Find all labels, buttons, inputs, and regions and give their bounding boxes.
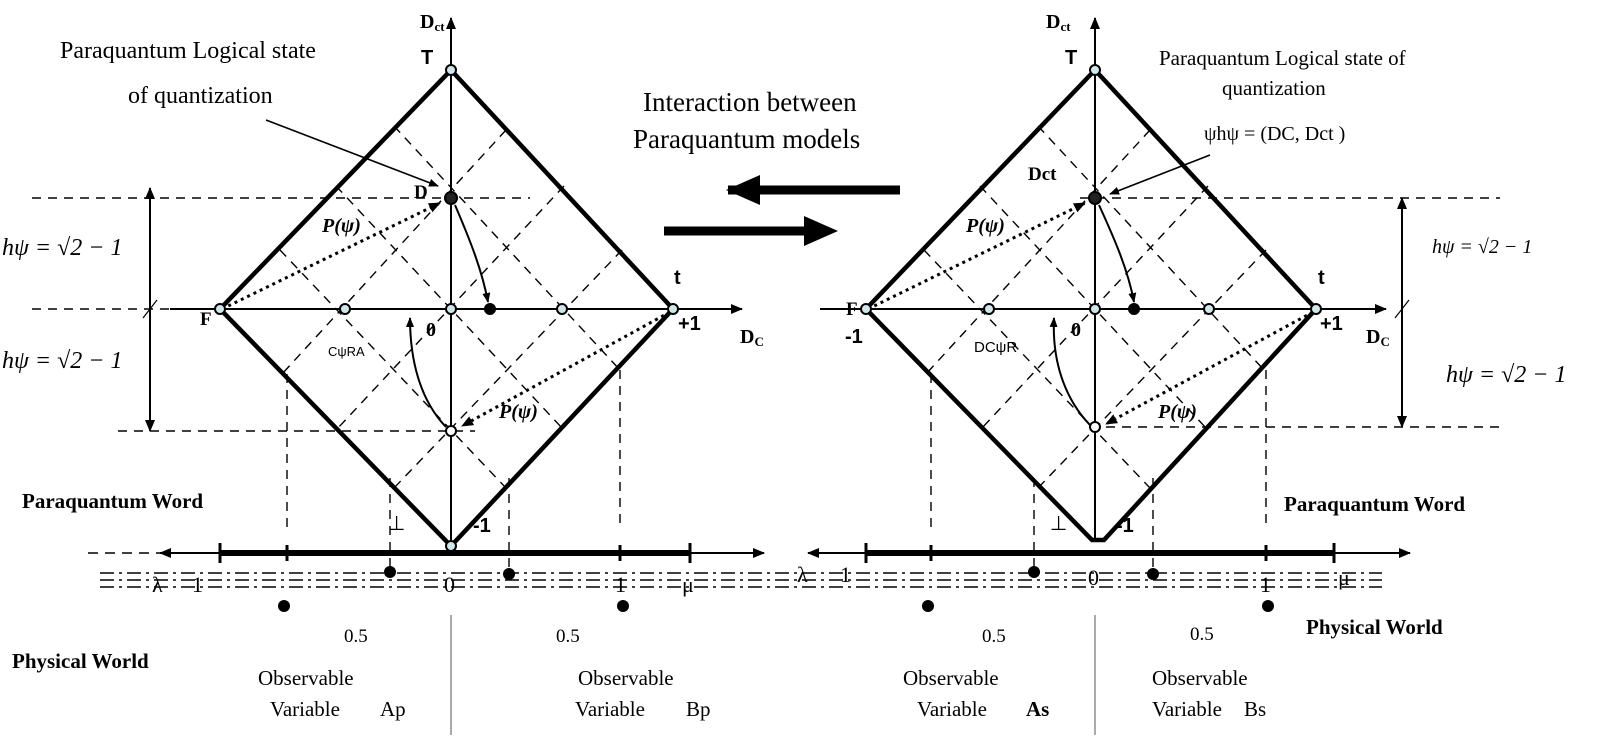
right-scale-mu: μ [1338,565,1350,590]
left-point-T [445,64,457,76]
left-obs-b-line1: Observable [578,666,674,690]
left-obs-a-line2: Variable [270,697,340,721]
left-obs-a-name: Ap [380,697,406,721]
left-perp-label: ⊥ [388,513,405,535]
left-ppsi-lines [221,201,671,428]
left-plus-one: +1 [678,313,701,335]
right-h-lower-label: hψ = √2 − 1 [1446,362,1566,388]
right-obs-b-line2: Variable [1152,697,1222,721]
left-obs-b-line2: Variable [575,697,645,721]
right-curve-arrow-up [1049,317,1091,426]
left-dct-label: Dct [420,11,445,34]
right-model [807,17,1500,735]
right-state-pointer [1109,154,1211,195]
right-ppsi-lower: P(ψ) [1157,401,1197,423]
left-scale-zero: 0 [444,572,455,597]
right-half-left: 0.5 [982,626,1006,647]
left-curve-arrow-up [406,317,447,428]
left-ppsi-upper: P(ψ) [321,215,361,237]
left-obs-b-name: Bp [686,697,711,721]
left-h-upper-label: hψ = √2 − 1 [2,235,122,261]
left-dc-label: DC [740,326,764,349]
right-dc-label: DC [1366,326,1390,349]
right-obs-a-line2: Variable [917,697,987,721]
right-ppsi-upper: P(ψ) [965,215,1005,237]
right-state-label-line2: quantization [1222,76,1326,100]
left-half-right: 0.5 [556,626,580,647]
right-upper-point-label: Dct [1028,164,1057,185]
center-title-line2: Paraquantum models [633,124,860,154]
left-word-label: Paraquantum Word [22,489,203,513]
left-point-t [667,303,679,315]
right-text: Dct T Paraquantum Logical state of quant… [797,11,1566,721]
right-obs-a-line1: Observable [903,666,999,690]
left-curve-arrow-down [454,204,491,303]
left-zero-label: 0 [426,319,436,341]
left-upper-point-label: D [414,182,428,203]
right-curve-arrow-down [1098,204,1137,303]
left-model [32,17,765,735]
left-ppsi-lower: P(ψ) [498,401,538,423]
right-scale-one-left: 1 [840,562,851,587]
right-plus-one: +1 [1320,313,1343,335]
right-perp-label: ⊥ [1050,513,1067,535]
left-T-label: T [421,47,433,69]
right-zero-label: 0 [1071,319,1081,341]
right-word-label: Paraquantum Word [1284,492,1465,516]
left-upper-state-point [444,191,458,205]
right-t-label: t [1318,267,1325,289]
right-state-label-line1: Paraquantum Logical state of [1159,46,1406,70]
right-left-value: -1 [845,326,863,348]
left-half-left: 0.5 [344,626,368,647]
right-scale-zero: 0 [1088,565,1099,590]
center-title-line1: Interaction between [643,87,857,117]
left-scale-one-left: 1 [192,572,203,597]
right-F-label: F [846,299,858,320]
left-point-bottom [445,540,457,552]
right-state-formula: ψhψ = (DC, Dct ) [1204,123,1345,145]
right-obs-a-name: As [1026,697,1049,721]
left-F-label: F [200,309,212,330]
left-t-label: t [674,267,681,289]
left-state-pointer [265,119,439,187]
left-scale-lambda: λ [152,572,163,597]
right-obs-b-line1: Observable [1152,666,1248,690]
right-scale-lambda: λ [797,562,808,587]
right-T-label: T [1065,47,1077,69]
left-level-lines [32,197,530,432]
left-h-lower-label: hψ = √2 − 1 [2,348,122,374]
right-lattice-diamond [862,66,1320,543]
left-scale-dots [278,566,629,612]
right-points [860,64,1322,433]
right-half-right: 0.5 [1190,624,1214,645]
right-minus-one: -1 [1116,515,1134,537]
right-world-label: Physical World [1306,615,1443,639]
right-scale-dots [922,566,1274,612]
right-scale-one-right: 1 [1260,572,1271,597]
left-lower-state-point [445,425,457,437]
left-points [214,64,679,552]
left-text: Dct T Paraquantum Logical state of quant… [2,11,764,721]
left-scale-mu: μ [682,572,694,597]
right-level-lines [1080,197,1500,428]
left-state-label-line1: Paraquantum Logical state [60,38,316,64]
right-h-upper-label: hψ = √2 − 1 [1432,236,1532,258]
left-crossing-label: CψRA [328,344,365,359]
right-ppsi-lines [867,201,1314,426]
left-scale-one-right: 1 [615,572,626,597]
left-point-F [214,303,226,315]
right-crossing-label: DCψR [974,339,1017,356]
left-state-label-line2: of quantization [128,83,273,109]
left-obs-a-line1: Observable [258,666,354,690]
right-obs-b-name: Bs [1244,697,1266,721]
left-world-label: Physical World [12,649,149,673]
left-minus-one: -1 [473,515,491,537]
physical-world-lines [100,572,1382,588]
right-dct-label: Dct [1046,11,1071,34]
